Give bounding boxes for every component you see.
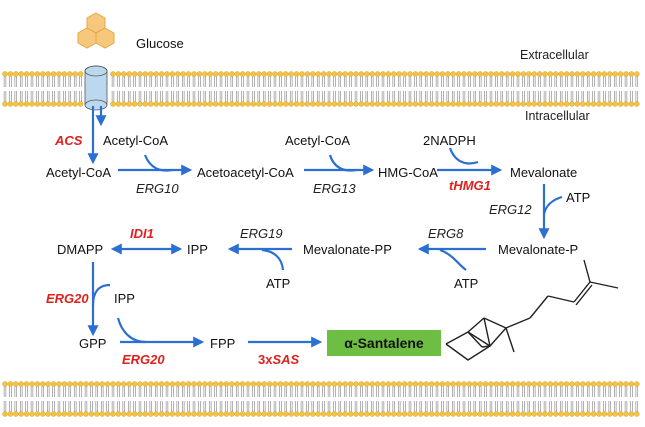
- enzyme-erg19: ERG19: [240, 226, 283, 241]
- atp-3: ATP: [266, 276, 290, 291]
- enzyme-erg20-b: ERG20: [122, 352, 165, 367]
- glucose-transporter: [84, 65, 108, 111]
- mevalonate-pp: Mevalonate-PP: [303, 242, 392, 257]
- product-label: α-Santalene: [344, 335, 424, 351]
- atp-2: ATP: [454, 276, 478, 291]
- product-box: [327, 330, 441, 356]
- acetyl-coa-left: Acetyl-CoA: [46, 165, 111, 180]
- atp-1: ATP: [566, 190, 590, 205]
- ipp-2: IPP: [114, 291, 135, 306]
- mevalonate: Mevalonate: [510, 165, 577, 180]
- dmapp: DMAPP: [57, 242, 103, 257]
- acetoacetyl-coa: Acetoacetyl-CoA: [197, 165, 294, 180]
- enzyme-acs: ACS: [54, 133, 83, 148]
- hmg-coa: HMG-CoA: [378, 165, 438, 180]
- pathway-arrows: [87, 106, 563, 348]
- enzyme-thmg1: tHMG1: [449, 178, 491, 193]
- ipp: IPP: [187, 242, 208, 257]
- nadph: 2NADPH: [423, 133, 476, 148]
- mevalonate-p: Mevalonate-P: [498, 242, 578, 257]
- bottom-membrane: [2, 381, 640, 417]
- gpp: GPP: [79, 336, 106, 351]
- enzyme-erg20-a: ERG20: [46, 291, 89, 306]
- alpha-santalene-structure-icon: [445, 259, 619, 361]
- enzyme-erg10: ERG10: [136, 181, 179, 196]
- intracellular-label: Intracellular: [525, 109, 590, 123]
- glucose-molecule-icon: [77, 12, 115, 49]
- enzyme-erg12: ERG12: [489, 202, 532, 217]
- enzyme-3x-sas: 3xSAS: [258, 352, 300, 367]
- acetyl-coa-mid: Acetyl-CoA: [285, 133, 350, 148]
- enzyme-erg8: ERG8: [428, 226, 464, 241]
- acetyl-coa-top: Acetyl-CoA: [103, 133, 168, 148]
- extracellular-label: Extracellular: [520, 48, 589, 62]
- fpp: FPP: [210, 336, 235, 351]
- enzyme-erg13: ERG13: [313, 181, 356, 196]
- top-membrane: [2, 71, 640, 107]
- enzyme-idi1: IDI1: [130, 226, 154, 241]
- glucose-label: Glucose: [136, 36, 184, 51]
